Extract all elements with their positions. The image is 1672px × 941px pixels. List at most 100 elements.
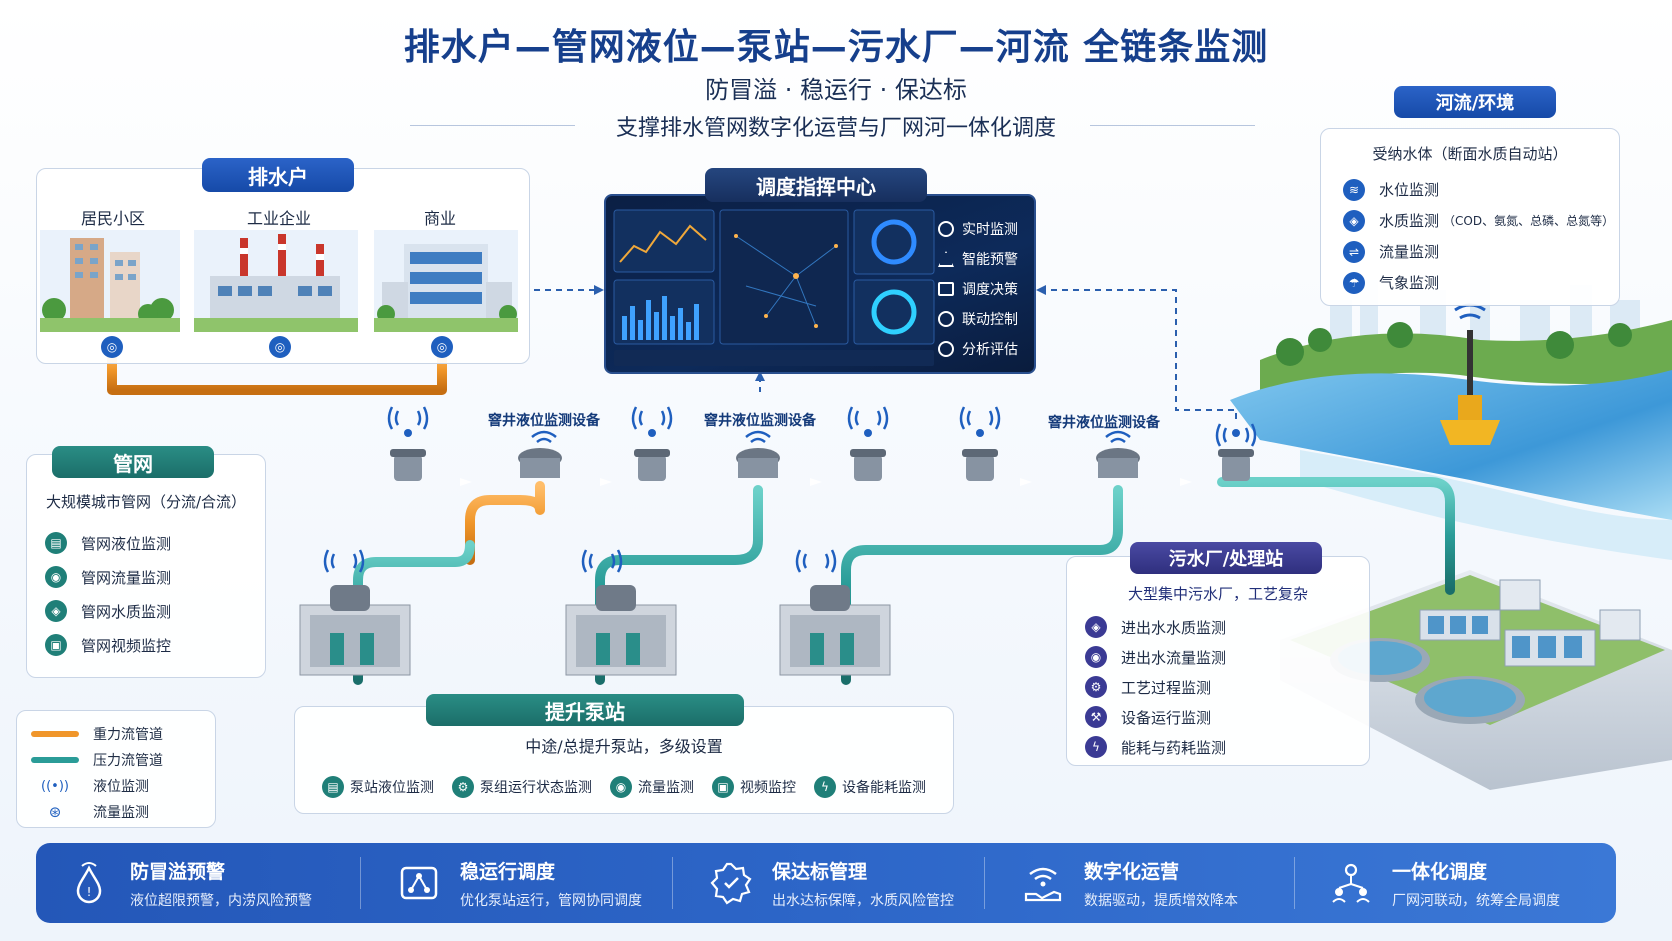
flow-meter-icon: ◎ bbox=[431, 336, 453, 358]
wwtp-item: ◉进出水流量监测 bbox=[1085, 642, 1369, 672]
flow-meter-icon: ◎ bbox=[101, 336, 123, 358]
feature-digital-operation: 数字化运营数据驱动，提质增效降本 bbox=[1020, 843, 1238, 923]
wwtp-item: ⚒设备运行监测 bbox=[1085, 702, 1369, 732]
pump-station-item: ⚙泵组运行状态监测 bbox=[452, 771, 592, 802]
gravity-pipe-swatch bbox=[31, 731, 79, 737]
legend-item: ⊛流量监测 bbox=[31, 799, 201, 825]
signal-icons bbox=[323, 406, 1257, 573]
flow-icon: ◉ bbox=[1085, 646, 1107, 668]
river-panel: 受纳水体（断面水质自动站） ≋水位监测 ◈水质监测（COD、氨氮、总磷、总氮等）… bbox=[1320, 128, 1620, 306]
overflow-alarm-icon: ! bbox=[76, 862, 102, 904]
wwtp-plant-illustration bbox=[1280, 570, 1672, 790]
pressure-pipes bbox=[353, 477, 1455, 685]
subtitle-right-rule bbox=[1090, 125, 1255, 126]
river-heading: 受纳水体（断面水质自动站） bbox=[1372, 145, 1568, 163]
dispatch-network-icon bbox=[400, 866, 438, 900]
warning-icon bbox=[938, 251, 954, 267]
energy-icon: ϟ bbox=[1085, 736, 1107, 758]
page-title: 排水户—管网液位—泵站—污水厂—河流 全链条监测 bbox=[403, 27, 1269, 68]
feature-bar: ! 防冒溢预警液位超限预警，内涝风险预警 稳运行调度优化泵站运行，管网协同调度 … bbox=[36, 843, 1616, 923]
flow-meter-icon: ⊛ bbox=[48, 803, 62, 821]
pipe-network-item: ◉管网流量监测 bbox=[45, 560, 265, 594]
feature-anti-overflow: ! 防冒溢预警液位超限预警，内涝风险预警 bbox=[66, 843, 312, 923]
pipe-network-item: ▤管网液位监测 bbox=[45, 526, 265, 560]
water-quality-icon: ◈ bbox=[1343, 209, 1365, 232]
weather-icon: ☂ bbox=[1343, 271, 1365, 294]
legend-item: 重力流管道 bbox=[31, 721, 201, 747]
flow-icon: ◉ bbox=[45, 566, 67, 588]
pressure-pipe-swatch bbox=[31, 757, 79, 763]
flow-meter-icon: ◎ bbox=[269, 336, 291, 358]
dispatch-function-list: 实时监测 智能预警 调度决策 联动控制 分析评估 bbox=[938, 214, 1034, 364]
pump-station-item: ◉流量监测 bbox=[610, 771, 694, 802]
equipment-icon: ⚒ bbox=[1085, 706, 1107, 728]
dispatch-center-screen bbox=[604, 194, 1036, 374]
level-icon: ▤ bbox=[45, 532, 67, 554]
pump-station-heading: 中途/总提升泵站，多级设置 bbox=[525, 737, 723, 756]
pump-stations bbox=[299, 585, 891, 676]
manhole-device-label: 窨井液位监测设备 bbox=[488, 413, 600, 429]
pipe-network-heading: 大规模城市管网（分流/合流） bbox=[45, 493, 247, 511]
wwtp-tag: 污水厂/处理站 bbox=[1130, 542, 1322, 574]
dispatch-function-item: 联动控制 bbox=[938, 304, 1034, 334]
water-quality-icon: ◈ bbox=[1085, 616, 1107, 638]
subtitle-left-rule bbox=[410, 125, 575, 126]
video-icon: ▣ bbox=[712, 775, 734, 798]
drainage-user-label-commercial: 商业 bbox=[423, 209, 456, 228]
monitor-icon bbox=[938, 221, 954, 237]
river-item: ☂气象监测 bbox=[1343, 267, 1619, 298]
drainage-users-tag: 排水户 bbox=[202, 158, 354, 192]
page-subtitle: 防冒溢 · 稳运行 · 保达标 bbox=[705, 76, 967, 104]
pump-station-item: ▤泵站液位监测 bbox=[322, 771, 434, 802]
legend-panel: 重力流管道 压力流管道 ((•))液位监测 ⊛流量监测 bbox=[16, 710, 216, 828]
manhole-device-label: 窨井液位监测设备 bbox=[1048, 415, 1160, 431]
residential-building-illustration bbox=[40, 230, 180, 332]
dispatch-function-item: 实时监测 bbox=[938, 214, 1034, 244]
dispatch-function-item: 智能预警 bbox=[938, 244, 1034, 274]
energy-icon: ϟ bbox=[814, 775, 836, 798]
wwtp-panel: 大型集中污水厂，工艺复杂 ◈进出水水质监测 ◉进出水流量监测 ⚙工艺过程监测 ⚒… bbox=[1066, 556, 1370, 766]
wwtp-item: ◈进出水水质监测 bbox=[1085, 612, 1369, 642]
quality-badge-icon bbox=[710, 862, 752, 905]
level-signal-icon: ((•)) bbox=[41, 778, 69, 794]
dispatch-function-item: 分析评估 bbox=[938, 334, 1034, 364]
pipe-network-item: ◈管网水质监测 bbox=[45, 594, 265, 628]
data-link-arrows bbox=[594, 285, 1046, 381]
flow-icon: ◉ bbox=[610, 775, 632, 798]
water-level-icon: ≋ bbox=[1343, 178, 1365, 201]
pipe-network-tag: 管网 bbox=[52, 446, 214, 478]
pump-station-tag: 提升泵站 bbox=[426, 694, 744, 726]
dispatch-function-item: 调度决策 bbox=[938, 274, 1034, 304]
commercial-building-illustration bbox=[374, 230, 518, 332]
dashboard-preview bbox=[613, 209, 935, 366]
process-icon: ⚙ bbox=[1085, 676, 1107, 698]
digital-hand-wifi-icon bbox=[1024, 867, 1062, 902]
control-icon bbox=[938, 311, 954, 327]
water-quality-icon: ◈ bbox=[45, 600, 67, 622]
manhole-devices bbox=[390, 429, 1254, 481]
dispatch-center-tag: 调度指挥中心 bbox=[705, 168, 927, 202]
wwtp-heading: 大型集中污水厂，工艺复杂 bbox=[1127, 585, 1308, 603]
drainage-user-label-residential: 居民小区 bbox=[80, 209, 145, 228]
analysis-icon bbox=[938, 341, 954, 357]
level-icon: ▤ bbox=[322, 775, 344, 798]
pump-station-item: ▣视频监控 bbox=[712, 771, 796, 802]
river-scene bbox=[1230, 270, 1672, 560]
feature-compliance: 保达标管理出水达标保障，水质风险管控 bbox=[708, 843, 954, 923]
svg-text:!: ! bbox=[87, 885, 92, 899]
wwtp-item: ⚙工艺过程监测 bbox=[1085, 672, 1369, 702]
video-icon: ▣ bbox=[45, 634, 67, 656]
legend-item: ((•))液位监测 bbox=[31, 773, 201, 799]
pipe-network-item: ▣管网视频监控 bbox=[45, 628, 265, 662]
pipe-network-panel: 大规模城市管网（分流/合流） ▤管网液位监测 ◉管网流量监测 ◈管网水质监测 ▣… bbox=[26, 454, 266, 678]
industrial-building-illustration bbox=[194, 230, 358, 332]
drainage-user-label-industrial: 工业企业 bbox=[246, 209, 311, 228]
river-item: ≋水位监测 bbox=[1343, 174, 1619, 205]
manhole-device-label: 窨井液位监测设备 bbox=[704, 413, 816, 429]
flow-arrows bbox=[460, 478, 1192, 486]
decision-icon bbox=[938, 282, 954, 296]
feature-stable-operation: 稳运行调度优化泵站运行，管网协同调度 bbox=[396, 843, 642, 923]
